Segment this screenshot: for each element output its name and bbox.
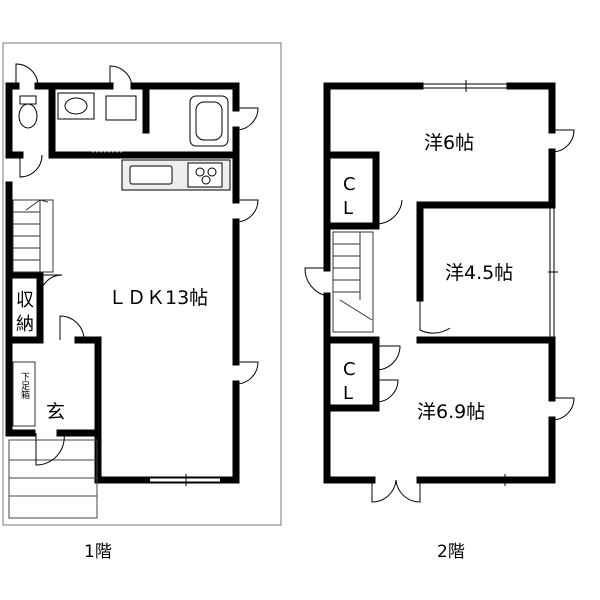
- floor-2-label: 2階: [437, 542, 465, 562]
- lot-boundary: [2, 42, 282, 526]
- washing-machine-icon: [105, 95, 137, 121]
- storage-label-bottom: 納: [16, 314, 34, 335]
- floor-1-label: 1階: [84, 542, 112, 562]
- floor-1-stairs: [12, 199, 54, 273]
- ldk-label: ＬＤＫ13帖: [108, 287, 208, 309]
- western-room-3-label: 洋6.9帖: [417, 401, 485, 423]
- closet-2-label-c: C: [343, 359, 356, 380]
- floor-1-plan: ＬＤＫ13帖 収 納 下足箱 玄 1階: [2, 42, 282, 562]
- washbasin-icon: [57, 92, 95, 120]
- entrance-steps: [8, 439, 98, 519]
- floor-2-windows: [420, 80, 558, 486]
- entrance-label: 玄: [46, 401, 65, 423]
- storage-label-top: 収: [16, 290, 34, 311]
- closet-2-label-l: L: [343, 383, 353, 404]
- shoe-cabinet: [12, 361, 36, 427]
- closet-1-label-c: C: [343, 174, 356, 195]
- kitchen-counter: [121, 159, 231, 191]
- shoe-cabinet-label: 下足箱: [19, 372, 30, 400]
- bathtub-icon: [189, 95, 229, 147]
- western-room-2-label: 洋4.5帖: [445, 262, 513, 284]
- toilet-icon: [18, 95, 38, 129]
- floor-1-walls: [5, 82, 240, 484]
- closet-1-label-l: L: [343, 198, 353, 219]
- floor-2-doors: [304, 129, 575, 503]
- floor-1-windows: [92, 151, 220, 486]
- floor-2-plan: 洋6帖 洋4.5帖 洋6.9帖 C L C L 2階: [304, 80, 575, 562]
- floor-2-stairs: [332, 231, 374, 333]
- western-room-1-label: 洋6帖: [424, 132, 474, 154]
- floor-1-doors: [15, 63, 259, 466]
